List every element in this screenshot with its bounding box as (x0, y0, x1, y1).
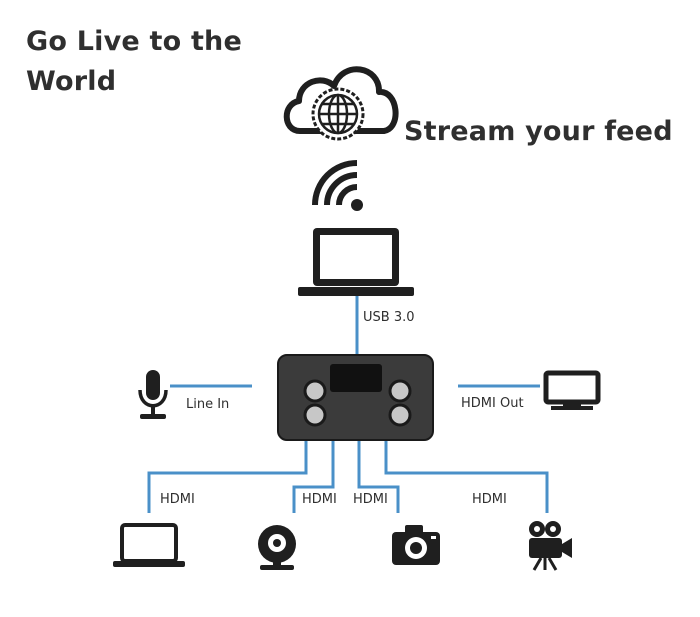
hdmi-connector-camcorder (384, 440, 549, 513)
device-button-bottom-right (388, 403, 412, 427)
hdmi-label-laptop: HDMI (160, 492, 195, 507)
title-line-2: World (26, 66, 117, 97)
hdmi-label-webcam: HDMI (302, 492, 337, 507)
connector-lines (147, 296, 549, 513)
cloud-globe-icon (283, 66, 399, 141)
webcam-icon (258, 525, 296, 570)
device-button-top-left (303, 379, 327, 403)
laptop-source-icon (113, 523, 185, 567)
capture-device-icon (277, 354, 434, 441)
video-camera-icon (529, 521, 572, 571)
hdmi-connector-webcam (292, 440, 335, 513)
usb-label: USB 3.0 (363, 310, 415, 325)
line-in-label: Line In (186, 397, 230, 412)
laptop-icon (298, 228, 414, 296)
microphone-icon (138, 370, 168, 419)
photo-camera-icon (392, 525, 440, 565)
hdmi-connector-laptop (147, 440, 308, 513)
device-button-top-right (388, 379, 412, 403)
wifi-icon (312, 160, 363, 211)
hdmi-label-camera: HDMI (353, 492, 388, 507)
subtitle: Stream your feed (404, 116, 673, 147)
hdmi-connector-camera (357, 440, 400, 513)
hdmi-out-label: HDMI Out (461, 396, 524, 411)
device-button-bottom-left (303, 403, 327, 427)
monitor-icon (543, 370, 601, 410)
hdmi-label-camcorder: HDMI (472, 492, 507, 507)
title-line-1: Go Live to the (26, 26, 242, 57)
